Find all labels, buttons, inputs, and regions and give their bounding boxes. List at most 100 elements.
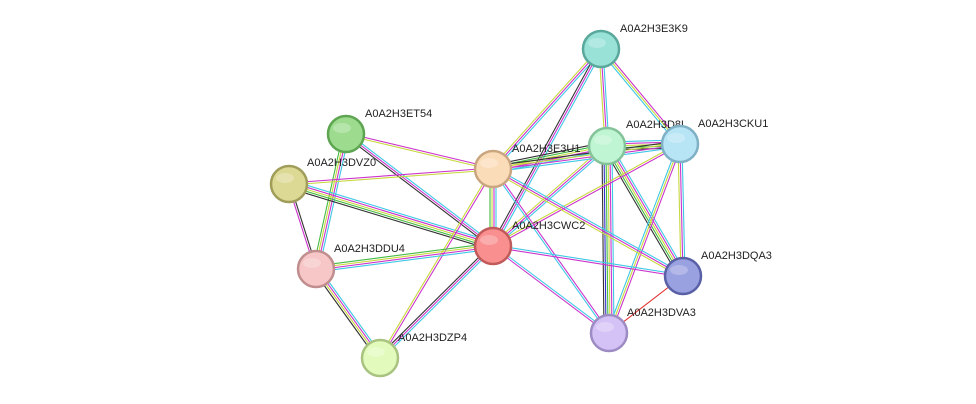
edge-A0A2H3E3U1-A0A2H3DVA3 (491, 168, 611, 334)
edge-line-magenta (492, 168, 684, 277)
edge-line-green (605, 146, 609, 334)
edge-line-cyan (494, 49, 604, 248)
edge-line-blue (603, 146, 607, 334)
node-highlight (594, 135, 612, 145)
edge-line-cyan (493, 166, 685, 275)
edge-A0A2H3CKU1-A0A2H3DVA3 (606, 143, 683, 334)
node-label: A0A2H3DDU4 (334, 243, 405, 255)
edge-line-cyan (606, 143, 679, 333)
edge-line-yellow (492, 142, 680, 246)
node-A0A2H3DVA3[interactable]: A0A2H3DVA3 (589, 307, 696, 353)
edge-line-magenta (492, 48, 602, 170)
node-circle[interactable] (269, 164, 309, 204)
edge-line-yellow (314, 133, 346, 269)
node-highlight (333, 123, 351, 133)
edge-line-cyan (346, 131, 495, 245)
node-A0A2H3ET54[interactable]: A0A2H3ET54 (326, 108, 432, 154)
edge-A0A2H3E3K9-A0A2H3CWC2 (490, 47, 604, 248)
edge-line-cyan (681, 143, 686, 276)
node-label: A0A2H3E3K9 (620, 23, 688, 35)
edge-line-black (378, 244, 492, 357)
node-label: A0A2H3DZP4 (398, 332, 467, 344)
node-label: A0A2H3DQA3 (701, 250, 772, 262)
edge-A0A2H3CWC2-A0A2H3DVA3 (492, 244, 610, 335)
node-A0A2H3D8L[interactable]: A0A2H3D8L (587, 119, 687, 166)
edge-line-black (492, 140, 680, 167)
edge-A0A2H3CWC2-A0A2H3DZP4 (378, 244, 495, 360)
edge-line-cyan (493, 146, 681, 173)
edge-line-cyan (493, 244, 610, 333)
node-circle[interactable] (296, 249, 336, 289)
edge-line-magenta (380, 169, 495, 359)
edge-line-yellow (491, 170, 683, 279)
edge-line-magenta (493, 168, 611, 333)
edge-line-yellow (289, 169, 494, 186)
edge-line-yellow (345, 134, 493, 171)
edge-A0A2H3CWC2-A0A2H3DQA3 (492, 244, 684, 278)
node-highlight (276, 173, 294, 183)
edge-line-green (288, 185, 493, 249)
node-circle[interactable] (473, 226, 513, 266)
edge-line-cyan (316, 248, 494, 273)
edge-A0A2H3E3U1-A0A2H3DQA3 (491, 166, 685, 279)
edge-A0A2H3D8L-A0A2H3DQA3 (603, 143, 687, 279)
edge-line-yellow (491, 144, 607, 245)
edge-line-yellow (315, 244, 493, 269)
node-A0A2H3DVZ0[interactable]: A0A2H3DVZ0 (269, 157, 376, 204)
node-circle[interactable] (360, 338, 400, 378)
edge-A0A2H3ET54-A0A2H3E3U1 (345, 132, 494, 171)
node-circle[interactable] (589, 313, 629, 353)
node-label: A0A2H3CKU1 (698, 118, 768, 130)
node-highlight (596, 322, 614, 332)
edge-line-magenta (492, 246, 609, 335)
edge-line-magenta (610, 144, 683, 334)
node-A0A2H3DQA3[interactable]: A0A2H3DQA3 (663, 250, 772, 296)
edge-line-black (344, 135, 493, 249)
edge-line-cyan (381, 247, 495, 360)
node-A0A2H3CWC2[interactable]: A0A2H3CWC2 (473, 220, 585, 266)
node-A0A2H3E3U1[interactable]: A0A2H3E3U1 (473, 143, 581, 189)
node-circle[interactable] (581, 29, 621, 69)
edge-line-black (490, 47, 600, 246)
edge-line-yellow (677, 144, 682, 277)
node-label: A0A2H3ET54 (365, 108, 432, 120)
edge-line-cyan (494, 49, 603, 171)
edge-line-cyan (491, 169, 609, 334)
edge-line-magenta (679, 143, 684, 277)
edge-line-yellow (607, 145, 611, 333)
node-circle[interactable] (326, 114, 366, 154)
edge-line-magenta (379, 245, 494, 359)
node-A0A2H3DDU4[interactable]: A0A2H3DDU4 (296, 243, 405, 289)
edge-line-magenta (608, 144, 686, 276)
node-circle[interactable] (663, 256, 703, 296)
edge-A0A2H3CKU1-A0A2H3CWC2 (492, 142, 681, 248)
edge-line-yellow (491, 47, 600, 169)
node-highlight (667, 133, 685, 143)
node-A0A2H3DZP4[interactable]: A0A2H3DZP4 (360, 332, 467, 378)
edge-line-cyan (599, 49, 679, 146)
node-highlight (367, 347, 385, 357)
edge-A0A2H3CKU1-A0A2H3DQA3 (677, 143, 686, 277)
node-label: A0A2H3CWC2 (512, 220, 585, 232)
edge-line-yellow (288, 183, 494, 247)
edge-A0A2H3E3K9-A0A2H3E3U1 (491, 47, 603, 171)
edge-line-cyan (290, 179, 495, 243)
node-A0A2H3E3K9[interactable]: A0A2H3E3K9 (581, 23, 688, 69)
node-circle[interactable] (587, 126, 627, 166)
edge-line-magenta (345, 133, 494, 247)
edge-line-yellow (600, 48, 681, 145)
network-edges (287, 47, 687, 361)
edge-line-black (603, 147, 681, 279)
edge-A0A2H3D8L-A0A2H3CWC2 (491, 144, 609, 248)
edge-line-green (604, 146, 682, 278)
node-circle[interactable] (473, 149, 513, 189)
edge-line-magenta (288, 167, 493, 184)
edge-line-black (492, 141, 607, 166)
node-circle[interactable] (660, 124, 700, 164)
node-highlight (588, 38, 606, 48)
edge-line-magenta (346, 132, 494, 169)
edge-A0A2H3DVZ0-A0A2H3CWC2 (287, 179, 495, 251)
edge-line-yellow (378, 168, 493, 358)
node-A0A2H3CKU1[interactable]: A0A2H3CKU1 (660, 118, 768, 164)
